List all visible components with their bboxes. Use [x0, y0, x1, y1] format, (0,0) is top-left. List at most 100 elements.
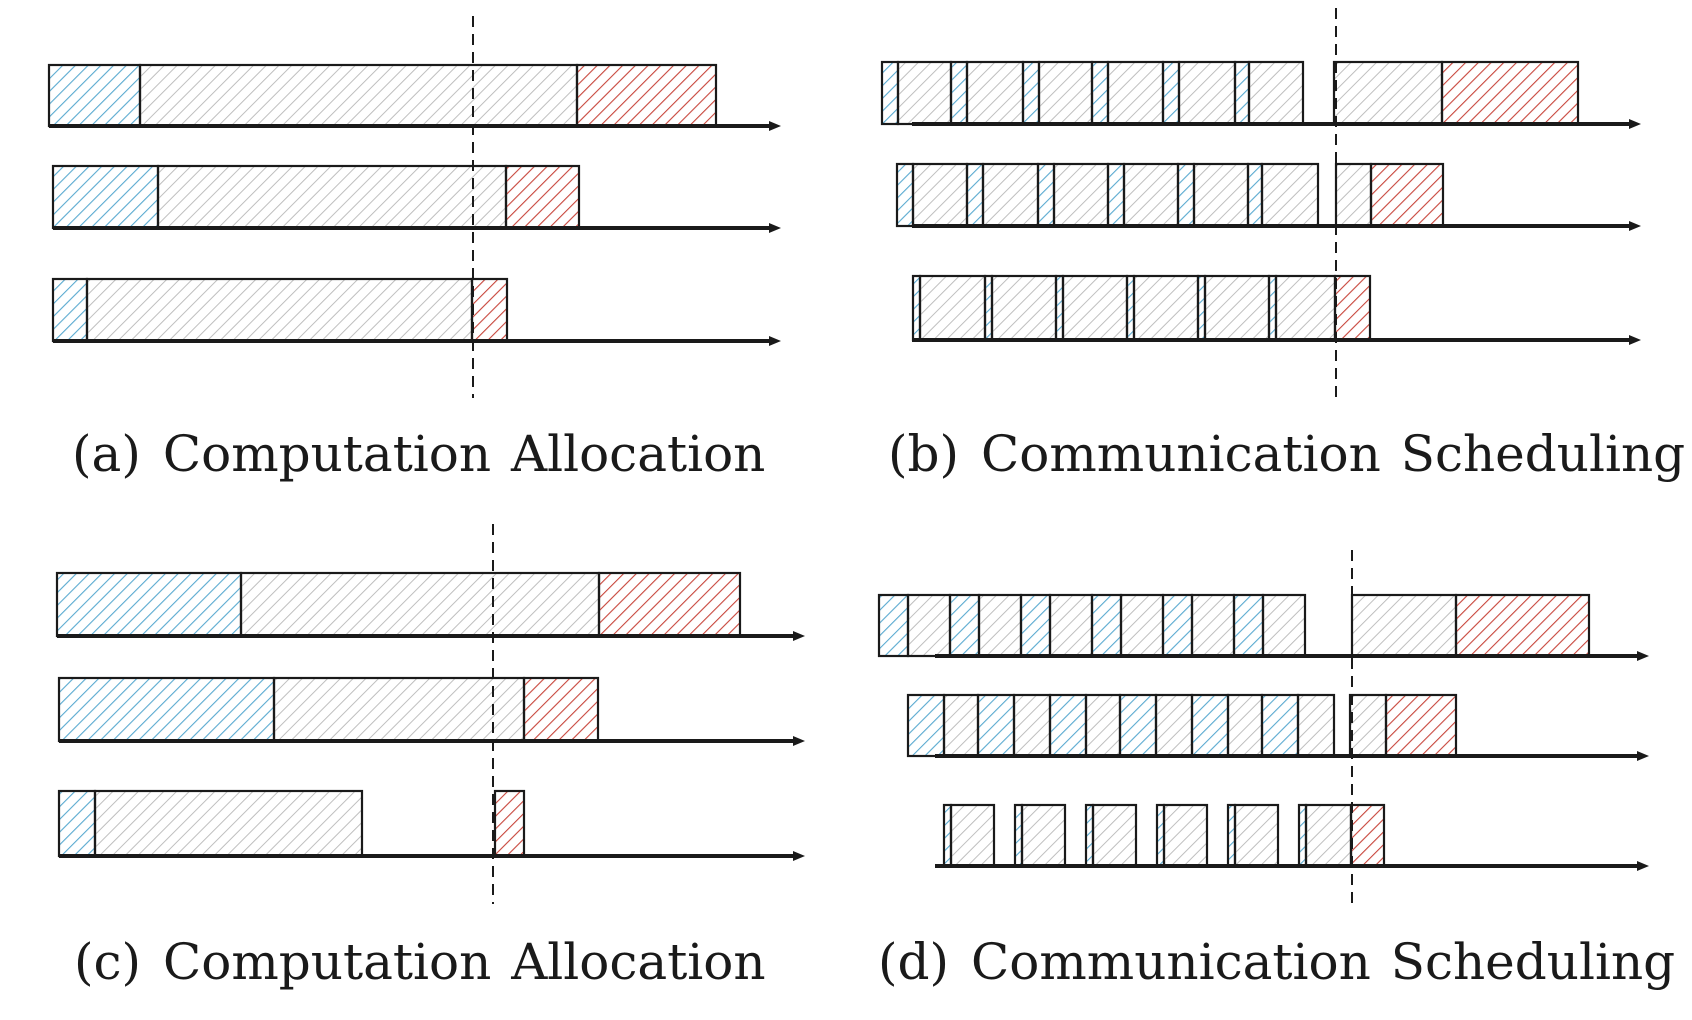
- panel-b-row-1-communication-block-3: [949, 60, 969, 126]
- panel-d-row-3-computation-block-6: [1091, 803, 1138, 868]
- panel-b-row-1-communication-block-7: [1090, 60, 1110, 126]
- panel-b-row-3-computation-block-6: [1061, 274, 1129, 342]
- panel-a-row-2-aggregation-block-3: [504, 164, 581, 230]
- panel-a-row-3-computation-block-2: [85, 277, 474, 343]
- panel-b-row-1-computation-block-2: [896, 60, 953, 126]
- panel-b-row-3-computation-block-2: [918, 274, 987, 342]
- panel-b-row-2-computation-block-8: [1122, 162, 1180, 228]
- panel-d-row-2-communication-block-1: [906, 693, 946, 758]
- panel-a-row-3-communication-block-1: [51, 277, 89, 343]
- panel-d-row-1-communication-block-1: [877, 593, 910, 658]
- panel-b-row-1-computation-block-4: [965, 60, 1025, 126]
- panel-d-row-1-computation-block-10: [1190, 593, 1236, 658]
- panel-d-row-2-computation-block-12: [1296, 693, 1336, 758]
- panel-a-row-2-computation-block-2: [156, 164, 508, 230]
- panel-d-row-2-communication-block-9: [1190, 693, 1230, 758]
- panel-b-row-3-computation-block-8: [1132, 274, 1200, 342]
- panel-b-row-2-aggregation-block-14: [1369, 162, 1445, 228]
- panel-d-row-1-communication-block-5: [1019, 593, 1052, 658]
- panel-d-row-2-computation-block-8: [1154, 693, 1194, 758]
- panel-d-caption: (d) Communication Scheduling: [878, 933, 1675, 991]
- panel-a-row-1-aggregation-block-3: [575, 63, 718, 128]
- panel-a-row-2-communication-block-1: [51, 164, 160, 230]
- panel-b-row-2-communication-block-1: [895, 162, 915, 228]
- panel-c-row-3-communication-block-1: [57, 789, 97, 858]
- panel-d-row-1-computation-block-13: [1350, 593, 1458, 658]
- panel-d-row-2-computation-block-2: [942, 693, 980, 758]
- panel-d-row-1-computation-block-4: [977, 593, 1023, 658]
- panel-a-title: Computation Allocation: [162, 425, 766, 483]
- panel-b-row-1-communication-block-11: [1233, 60, 1251, 126]
- panel-c-row-1-communication-block-1: [55, 571, 243, 638]
- panel-b-row-1-computation-block-13: [1332, 60, 1444, 126]
- panel-d-row-3-computation-block-12: [1304, 803, 1353, 868]
- panel-a-row-1-computation-block-2: [138, 63, 579, 128]
- panel-b-row-2-computation-block-10: [1192, 162, 1250, 228]
- panel-b-row-1-computation-block-6: [1037, 60, 1094, 126]
- panel-d-row-3-computation-block-2: [949, 803, 996, 868]
- panel-b-row-1-computation-block-10: [1177, 60, 1237, 126]
- panel-c-row-1-aggregation-block-3: [597, 571, 742, 638]
- panel-d-row-1-communication-block-9: [1161, 593, 1194, 658]
- panel-d-row-1-computation-block-6: [1048, 593, 1094, 658]
- panel-b-row-2-communication-block-7: [1106, 162, 1126, 228]
- panel-b-row-3-computation-block-10: [1203, 274, 1271, 342]
- panel-d-row-2-computation-block-6: [1084, 693, 1122, 758]
- panel-d-title: Communication Scheduling: [971, 933, 1676, 991]
- panel-c-row-2-communication-block-1: [57, 676, 276, 743]
- panel-b-row-2-communication-block-11: [1246, 162, 1264, 228]
- panel-c-row-2-aggregation-block-3: [522, 676, 600, 743]
- panel-d-row-1-communication-block-11: [1232, 593, 1265, 658]
- panel-d-row-3-computation-block-8: [1162, 803, 1209, 868]
- panel-d-row-1-computation-block-2: [906, 593, 952, 658]
- panel-d-row-3-computation-block-4: [1020, 803, 1067, 868]
- panel-a-caption: (a) Computation Allocation: [72, 425, 765, 483]
- panel-d-row-1-aggregation-block-14: [1454, 593, 1591, 658]
- panel-b-row-3-aggregation-block-13: [1333, 274, 1372, 342]
- panel-b-title: Communication Scheduling: [981, 425, 1686, 483]
- panel-b-row-1-computation-block-12: [1247, 60, 1305, 126]
- panel-c-tag: (c): [74, 933, 142, 991]
- panel-b-row-1-communication-block-5: [1021, 60, 1041, 126]
- panel-d-row-1-communication-block-7: [1090, 593, 1123, 658]
- panel-b-caption: (b) Communication Scheduling: [888, 425, 1685, 483]
- panel-b-row-3-computation-block-12: [1274, 274, 1337, 342]
- panel-d-row-2-computation-block-10: [1226, 693, 1264, 758]
- panel-b-row-2-communication-block-5: [1036, 162, 1056, 228]
- panel-c-row-3-aggregation-block-3: [493, 789, 526, 858]
- panel-c-caption: (c) Computation Allocation: [74, 933, 766, 991]
- panel-d-row-3-computation-block-10: [1233, 803, 1280, 868]
- panel-b-row-1-communication-block-1: [880, 60, 900, 126]
- panel-b-row-2-computation-block-13: [1334, 162, 1373, 228]
- panel-b-row-1-aggregation-block-14: [1440, 60, 1580, 126]
- panel-d-row-2-communication-block-11: [1260, 693, 1300, 758]
- panel-b-row-2-computation-block-4: [981, 162, 1040, 228]
- panel-c-row-3-computation-block-2: [93, 789, 364, 858]
- panel-d-row-2-computation-block-13: [1348, 693, 1388, 758]
- panel-c-title: Computation Allocation: [163, 933, 766, 991]
- panel-d-row-1-computation-block-12: [1261, 593, 1307, 658]
- panel-b-row-2-communication-block-9: [1176, 162, 1196, 228]
- panel-d-row-1-computation-block-8: [1119, 593, 1165, 658]
- panel-d-row-2-aggregation-block-14: [1384, 693, 1458, 758]
- panel-d-row-1-communication-block-3: [948, 593, 981, 658]
- panel-d-row-2-communication-block-3: [976, 693, 1016, 758]
- panel-b-tag: (b): [888, 425, 960, 483]
- panel-c-row-2-computation-block-2: [272, 676, 526, 743]
- panel-a-tag: (a): [72, 425, 141, 483]
- panel-b-row-2-computation-block-6: [1052, 162, 1110, 228]
- panel-b-row-1-computation-block-8: [1106, 60, 1165, 126]
- panel-d-tag: (d): [878, 933, 950, 991]
- panel-b-row-1-communication-block-9: [1161, 60, 1181, 126]
- panel-d-row-2-computation-block-4: [1012, 693, 1052, 758]
- panel-a-row-1-communication-block-1: [47, 63, 142, 128]
- panel-b-row-2-computation-block-2: [911, 162, 969, 228]
- panel-b-row-2-communication-block-3: [965, 162, 985, 228]
- panel-d-row-2-communication-block-7: [1118, 693, 1158, 758]
- panel-d-row-2-communication-block-5: [1048, 693, 1088, 758]
- panel-b-row-3-computation-block-4: [990, 274, 1058, 342]
- panel-a-row-3-aggregation-block-3: [470, 277, 509, 343]
- panel-d-row-3-aggregation-block-13: [1349, 803, 1386, 868]
- panel-b-row-2-computation-block-12: [1260, 162, 1320, 228]
